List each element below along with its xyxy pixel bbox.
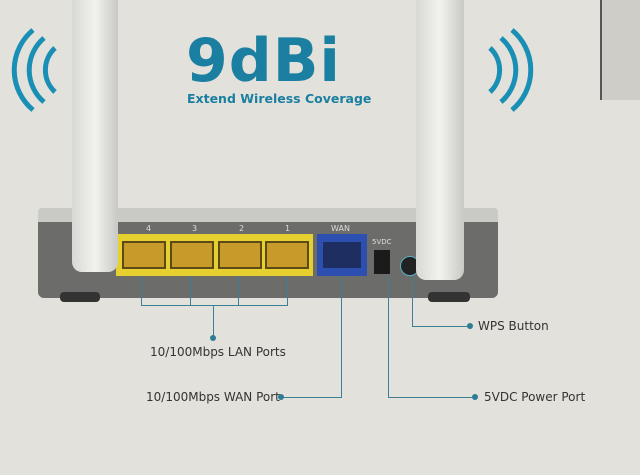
lan-port-1 [265, 241, 309, 269]
wan-port-label: 10/100Mbps WAN Port [146, 390, 280, 404]
lan-ports-label: 10/100Mbps LAN Ports [150, 345, 286, 359]
wan-port [317, 234, 367, 276]
wps-button-label: WPS Button [478, 319, 549, 333]
router-foot-left [60, 292, 100, 302]
lan-port-4 [122, 241, 166, 269]
antenna-right [416, 0, 464, 280]
headline: 9dBi [186, 26, 341, 96]
power-jack [374, 250, 390, 274]
port-number-1: 1 [285, 224, 291, 233]
port-number-3: 3 [192, 224, 198, 233]
port-number-2: 2 [239, 224, 245, 233]
wifi-right-icon [488, 28, 534, 112]
wifi-left-icon [11, 28, 57, 112]
port-number-4: 4 [146, 224, 152, 233]
power-label: 5VDC [372, 238, 392, 246]
wan-label: WAN [331, 224, 350, 233]
tagline: Extend Wireless Coverage [187, 91, 372, 106]
lan-port-3 [170, 241, 214, 269]
router-foot-right [428, 292, 470, 302]
adjacent-box-corner [600, 0, 640, 100]
lan-port-2 [218, 241, 262, 269]
antenna-left [72, 0, 118, 272]
power-port-label: 5VDC Power Port [484, 390, 586, 404]
